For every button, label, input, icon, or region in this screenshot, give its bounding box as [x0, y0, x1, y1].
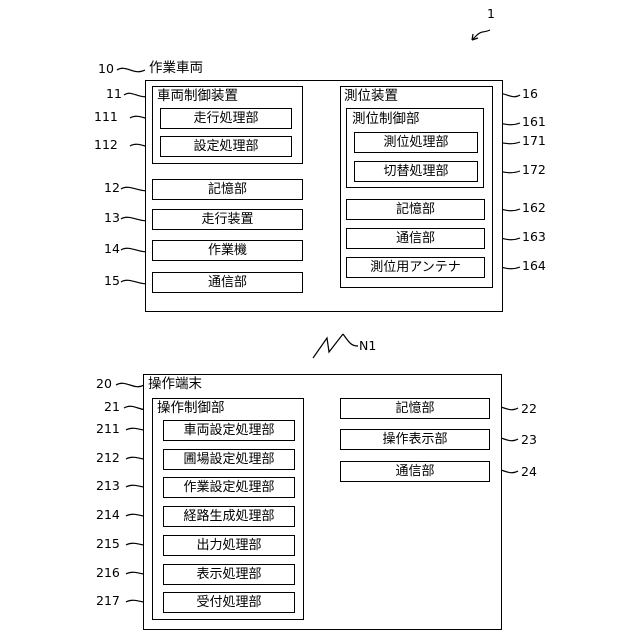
vehicle-comm-ref: 15	[104, 275, 120, 288]
setting-processing-ref: 112	[94, 139, 118, 152]
field-setting-ref: 212	[96, 452, 120, 465]
work-setting-ref: 213	[96, 480, 120, 493]
operation-terminal-title: 操作端末	[148, 378, 202, 392]
terminal-comm-ref: 24	[521, 466, 537, 479]
vehicle-storage-ref: 12	[104, 182, 120, 195]
terminal-storage-ref: 22	[521, 403, 537, 416]
display-processing-ref: 216	[96, 567, 120, 580]
setting-processing-box: 設定処理部	[160, 136, 292, 157]
vehicle-control-title: 車両制御装置	[157, 90, 238, 104]
work-vehicle-title: 作業車両	[149, 62, 203, 76]
operation-display-ref: 23	[521, 434, 537, 447]
work-setting-box: 作業設定処理部	[163, 477, 295, 498]
display-processing-box: 表示処理部	[163, 564, 295, 585]
field-setting-box: 圃場設定処理部	[163, 449, 295, 470]
positioning-device-ref: 16	[522, 88, 538, 101]
work-machine-ref: 14	[104, 243, 120, 256]
travel-processing-box: 走行処理部	[160, 108, 292, 129]
positioning-device-title: 測位装置	[344, 90, 398, 104]
network-ref-label: N1	[359, 340, 376, 353]
terminal-storage-box: 記憶部	[340, 398, 490, 419]
vehicle-setting-box: 車両設定処理部	[163, 420, 295, 441]
vehicle-control-ref: 11	[106, 88, 122, 101]
vehicle-setting-ref: 211	[96, 423, 120, 436]
operation-control-title: 操作制御部	[157, 402, 225, 416]
operation-terminal-ref: 20	[96, 378, 112, 391]
travel-processing-ref: 111	[94, 111, 118, 124]
figure-ref-label: 1	[487, 8, 495, 21]
positioning-control-ref: 161	[522, 116, 546, 129]
work-machine-box: 作業機	[152, 240, 303, 261]
positioning-storage-ref: 162	[522, 202, 546, 215]
positioning-processing-ref: 171	[522, 135, 546, 148]
travel-device-ref: 13	[104, 212, 120, 225]
work-vehicle-ref: 10	[98, 63, 114, 76]
reception-processing-box: 受付処理部	[163, 592, 295, 613]
output-processing-box: 出力処理部	[163, 535, 295, 556]
positioning-comm-box: 通信部	[346, 228, 485, 249]
travel-device-box: 走行装置	[152, 209, 303, 230]
reception-processing-ref: 217	[96, 595, 120, 608]
positioning-processing-box: 測位処理部	[354, 132, 478, 153]
positioning-control-title: 測位制御部	[352, 113, 420, 127]
positioning-antenna-box: 測位用アンテナ	[346, 257, 485, 278]
vehicle-storage-box: 記憶部	[152, 179, 303, 200]
positioning-storage-box: 記憶部	[346, 199, 485, 220]
operation-control-ref: 21	[104, 401, 120, 414]
switching-processing-ref: 172	[522, 164, 546, 177]
positioning-comm-ref: 163	[522, 231, 546, 244]
switching-processing-box: 切替処理部	[354, 161, 478, 182]
network-lightning	[313, 334, 343, 358]
route-generation-box: 経路生成処理部	[163, 506, 295, 527]
positioning-antenna-ref: 164	[522, 260, 546, 273]
operation-display-box: 操作表示部	[340, 429, 490, 450]
vehicle-comm-box: 通信部	[152, 272, 303, 293]
output-processing-ref: 215	[96, 538, 120, 551]
route-generation-ref: 214	[96, 509, 120, 522]
terminal-comm-box: 通信部	[340, 461, 490, 482]
